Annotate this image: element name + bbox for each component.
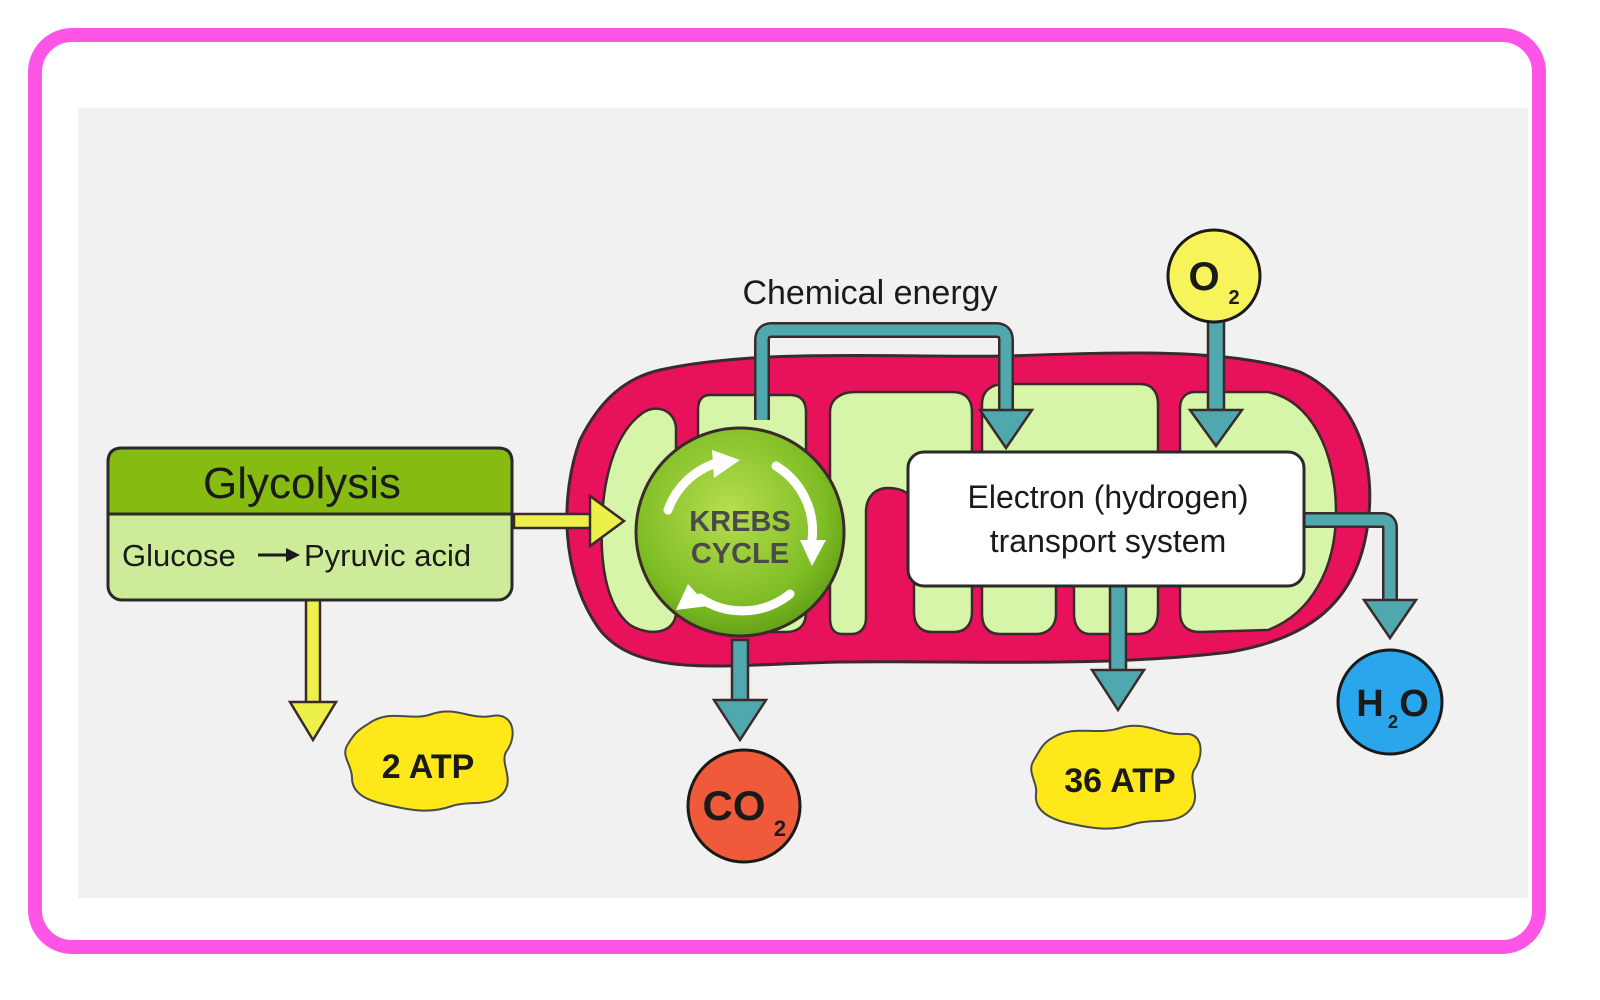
- atp-36-badge: 36 ATP: [1030, 724, 1202, 830]
- ets-label-line2: transport system: [990, 523, 1227, 559]
- glycolysis-box: Glycolysis Glucose Pyruvic acid: [106, 446, 514, 602]
- pyruvic-acid-label: Pyruvic acid: [304, 538, 471, 573]
- ets-label-line1: Electron (hydrogen): [967, 479, 1248, 515]
- co2-subscript: 2: [774, 816, 786, 841]
- o2-subscript: 2: [1228, 287, 1239, 309]
- ets-atp-arrow: [1089, 584, 1147, 713]
- glycolysis-atp-arrow: [287, 598, 339, 743]
- glycolysis-title: Glycolysis: [203, 459, 401, 508]
- h2o-h-label: H: [1356, 683, 1383, 725]
- krebs-co2-arrow: [711, 638, 769, 743]
- o2-circle: O 2: [1166, 228, 1262, 324]
- co2-circle: CO 2: [686, 748, 802, 864]
- krebs-label-line2: CYCLE: [691, 538, 789, 570]
- co2-label: CO: [703, 782, 766, 829]
- h2o-subscript: 2: [1388, 712, 1398, 732]
- atp-2-label: 2 ATP: [382, 748, 475, 786]
- h2o-o-label: O: [1399, 683, 1429, 725]
- o2-label: O: [1188, 255, 1219, 299]
- glycolysis-to-krebs-arrow: [512, 493, 627, 549]
- glucose-label: Glucose: [122, 538, 236, 573]
- atp-36-label: 36 ATP: [1064, 762, 1175, 800]
- atp-2-badge: 2 ATP: [344, 710, 514, 812]
- cycle-arrows-icon: [663, 457, 818, 616]
- electron-transport-box: Electron (hydrogen) transport system: [906, 450, 1306, 588]
- krebs-cycle: KREBS CYCLE: [634, 426, 846, 638]
- ets-h2o-arrow: [1304, 512, 1419, 641]
- h2o-circle: H 2 O: [1336, 648, 1444, 756]
- krebs-label-line1: KREBS: [689, 506, 791, 538]
- chemical-energy-arrow: [754, 322, 1035, 451]
- chemical-energy-label: Chemical energy: [742, 274, 997, 312]
- o2-arrow: [1187, 316, 1245, 449]
- glucose-to-pyruvic-arrow: [258, 548, 300, 562]
